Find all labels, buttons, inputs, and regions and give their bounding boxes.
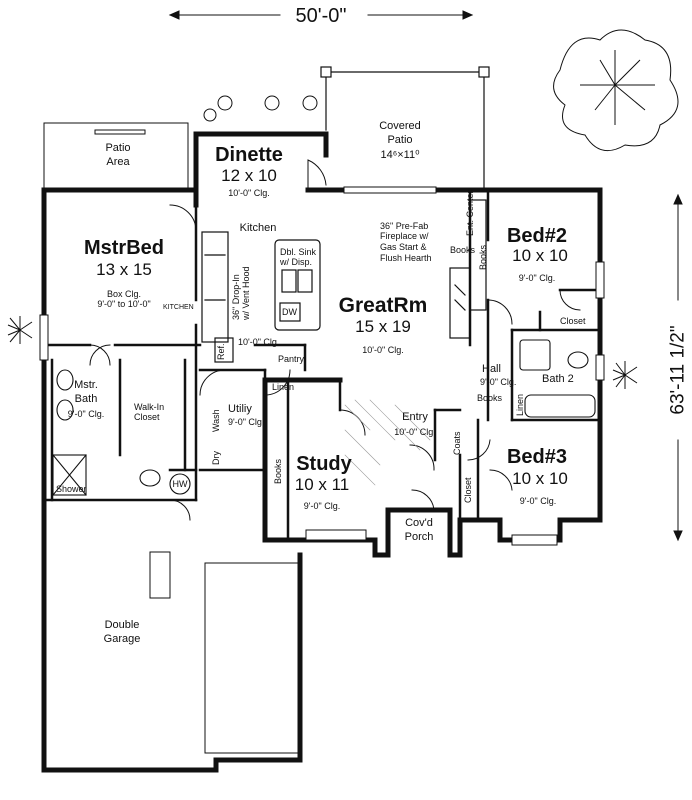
kitchen-sink-label-1: Dbl. Sink: [280, 247, 317, 257]
covered-patio-label-2: Patio: [387, 134, 413, 146]
bed3-ceiling: 9'-0" Clg.: [519, 496, 557, 506]
shower-label: Shower: [56, 484, 87, 494]
bed3-size: 10 x 10: [512, 469, 568, 488]
covered-patio-label-1: Covered: [379, 120, 421, 132]
garage-label-1: Double: [104, 619, 140, 631]
fireplace-hearth: [449, 199, 487, 339]
bed2-size: 10 x 10: [512, 246, 568, 265]
kitchen-label: Kitchen: [239, 222, 277, 234]
bed3-label: Bed#3: [506, 446, 568, 468]
hall-label: Hall: [482, 363, 501, 375]
study-ceiling: 9'-0" Clg.: [303, 501, 341, 511]
bath-fixtures: [52, 339, 596, 496]
utility-label: Utiliy: [228, 403, 252, 415]
refrigerator-label: Ref.: [216, 343, 226, 360]
bed3-closet: Closet: [463, 477, 473, 503]
kitchen-fixtures: [201, 231, 321, 363]
books-label-bed2: Books: [478, 244, 488, 270]
great-room-size: 15 x 19: [355, 317, 411, 336]
dinette-label: Dinette: [215, 144, 283, 166]
books-label-hall: Books: [477, 393, 503, 403]
garage-label-2: Garage: [103, 633, 141, 645]
utility-ceiling: 9'-0" Clg.: [228, 417, 265, 427]
overall-width: 50'-0": [295, 5, 347, 27]
study-label: Study: [296, 453, 352, 475]
master-bath-label-1: Mstr.: [74, 379, 98, 391]
bed2-label: Bed#2: [506, 225, 568, 247]
entry-label: Entry: [402, 411, 428, 423]
water-heater-label: HW: [172, 479, 188, 489]
fireplace-note-4: Flush Hearth: [380, 253, 432, 263]
patio-area-label-2: Area: [106, 156, 130, 168]
master-bed-note: KITCHEN: [163, 304, 194, 311]
great-room-ceiling: 10'-0" Clg.: [362, 345, 404, 355]
hall-ceiling: 9'-0" Clg.: [480, 377, 517, 387]
covered-patio-posts: [320, 66, 490, 191]
books-label-great-room: Books: [450, 245, 476, 255]
master-bed-ceiling-2: 9'-0" to 10'-0": [97, 299, 151, 309]
patio-area-outline: [43, 122, 189, 191]
dinette-size: 12 x 10: [221, 166, 277, 185]
walk-in-closet-1: Walk-In: [134, 402, 165, 412]
tree-icon: [553, 29, 679, 152]
bed2-ceiling: 9'-0" Clg.: [518, 273, 556, 283]
fireplace-note-2: Fireplace w/: [380, 231, 429, 241]
master-bed-size: 13 x 15: [96, 260, 152, 279]
master-bath-label-2: Bath: [74, 393, 98, 405]
kitchen-ceiling: 10'-0" Clg.: [238, 337, 280, 347]
master-bed-ceiling-1: Box Clg.: [106, 289, 142, 299]
fireplace-note-3: Gas Start &: [380, 242, 427, 252]
windows: [39, 129, 605, 546]
depth-dimension-line: [673, 193, 683, 542]
bath2-linen: Linen: [515, 393, 525, 416]
dryer-label: Dry: [211, 451, 221, 465]
dinette-ceiling: 10'-0" Clg.: [228, 188, 270, 198]
porch-label-2: Porch: [404, 531, 434, 543]
overall-depth: 63'-11 1/2": [667, 325, 689, 415]
master-bath-ceiling: 9'-0" Clg.: [67, 409, 105, 419]
width-dimension-line: [168, 10, 474, 20]
bed2-closet: Closet: [560, 316, 586, 326]
bath2-label: Bath 2: [542, 373, 574, 385]
range-label-1: 36" Drop-In: [231, 274, 241, 320]
porch-label-1: Cov'd: [405, 517, 433, 529]
walk-in-closet-2: Closet: [134, 412, 160, 422]
garage-door: [99, 551, 301, 771]
master-bed-label: MstrBed: [83, 237, 165, 259]
washer-label: Wash: [211, 409, 221, 432]
coats-label: Coats: [452, 431, 462, 455]
utility-linen: Linen: [272, 382, 295, 392]
entry-tile: [344, 399, 431, 486]
covered-patio-size: 14⁶×11⁰: [380, 149, 420, 161]
ent-center-label: Ent. Center: [465, 190, 475, 236]
fireplace-note-1: 36" Pre-Fab: [380, 221, 429, 231]
interior-walls: [42, 188, 602, 542]
shrub-icon: [7, 95, 638, 389]
entry-ceiling: 10'-0" Clg.: [394, 427, 436, 437]
dishwasher-label: DW: [282, 307, 297, 317]
great-room-label: GreatRm: [338, 294, 428, 317]
range-label-2: w/ Vent Hood: [241, 266, 251, 320]
study-size: 10 x 11: [294, 475, 350, 494]
patio-area-label-1: Patio: [105, 142, 131, 154]
kitchen-sink-label-2: w/ Disp.: [280, 257, 313, 267]
pantry-label: Pantry: [278, 354, 305, 364]
books-label-study: Books: [273, 458, 283, 484]
